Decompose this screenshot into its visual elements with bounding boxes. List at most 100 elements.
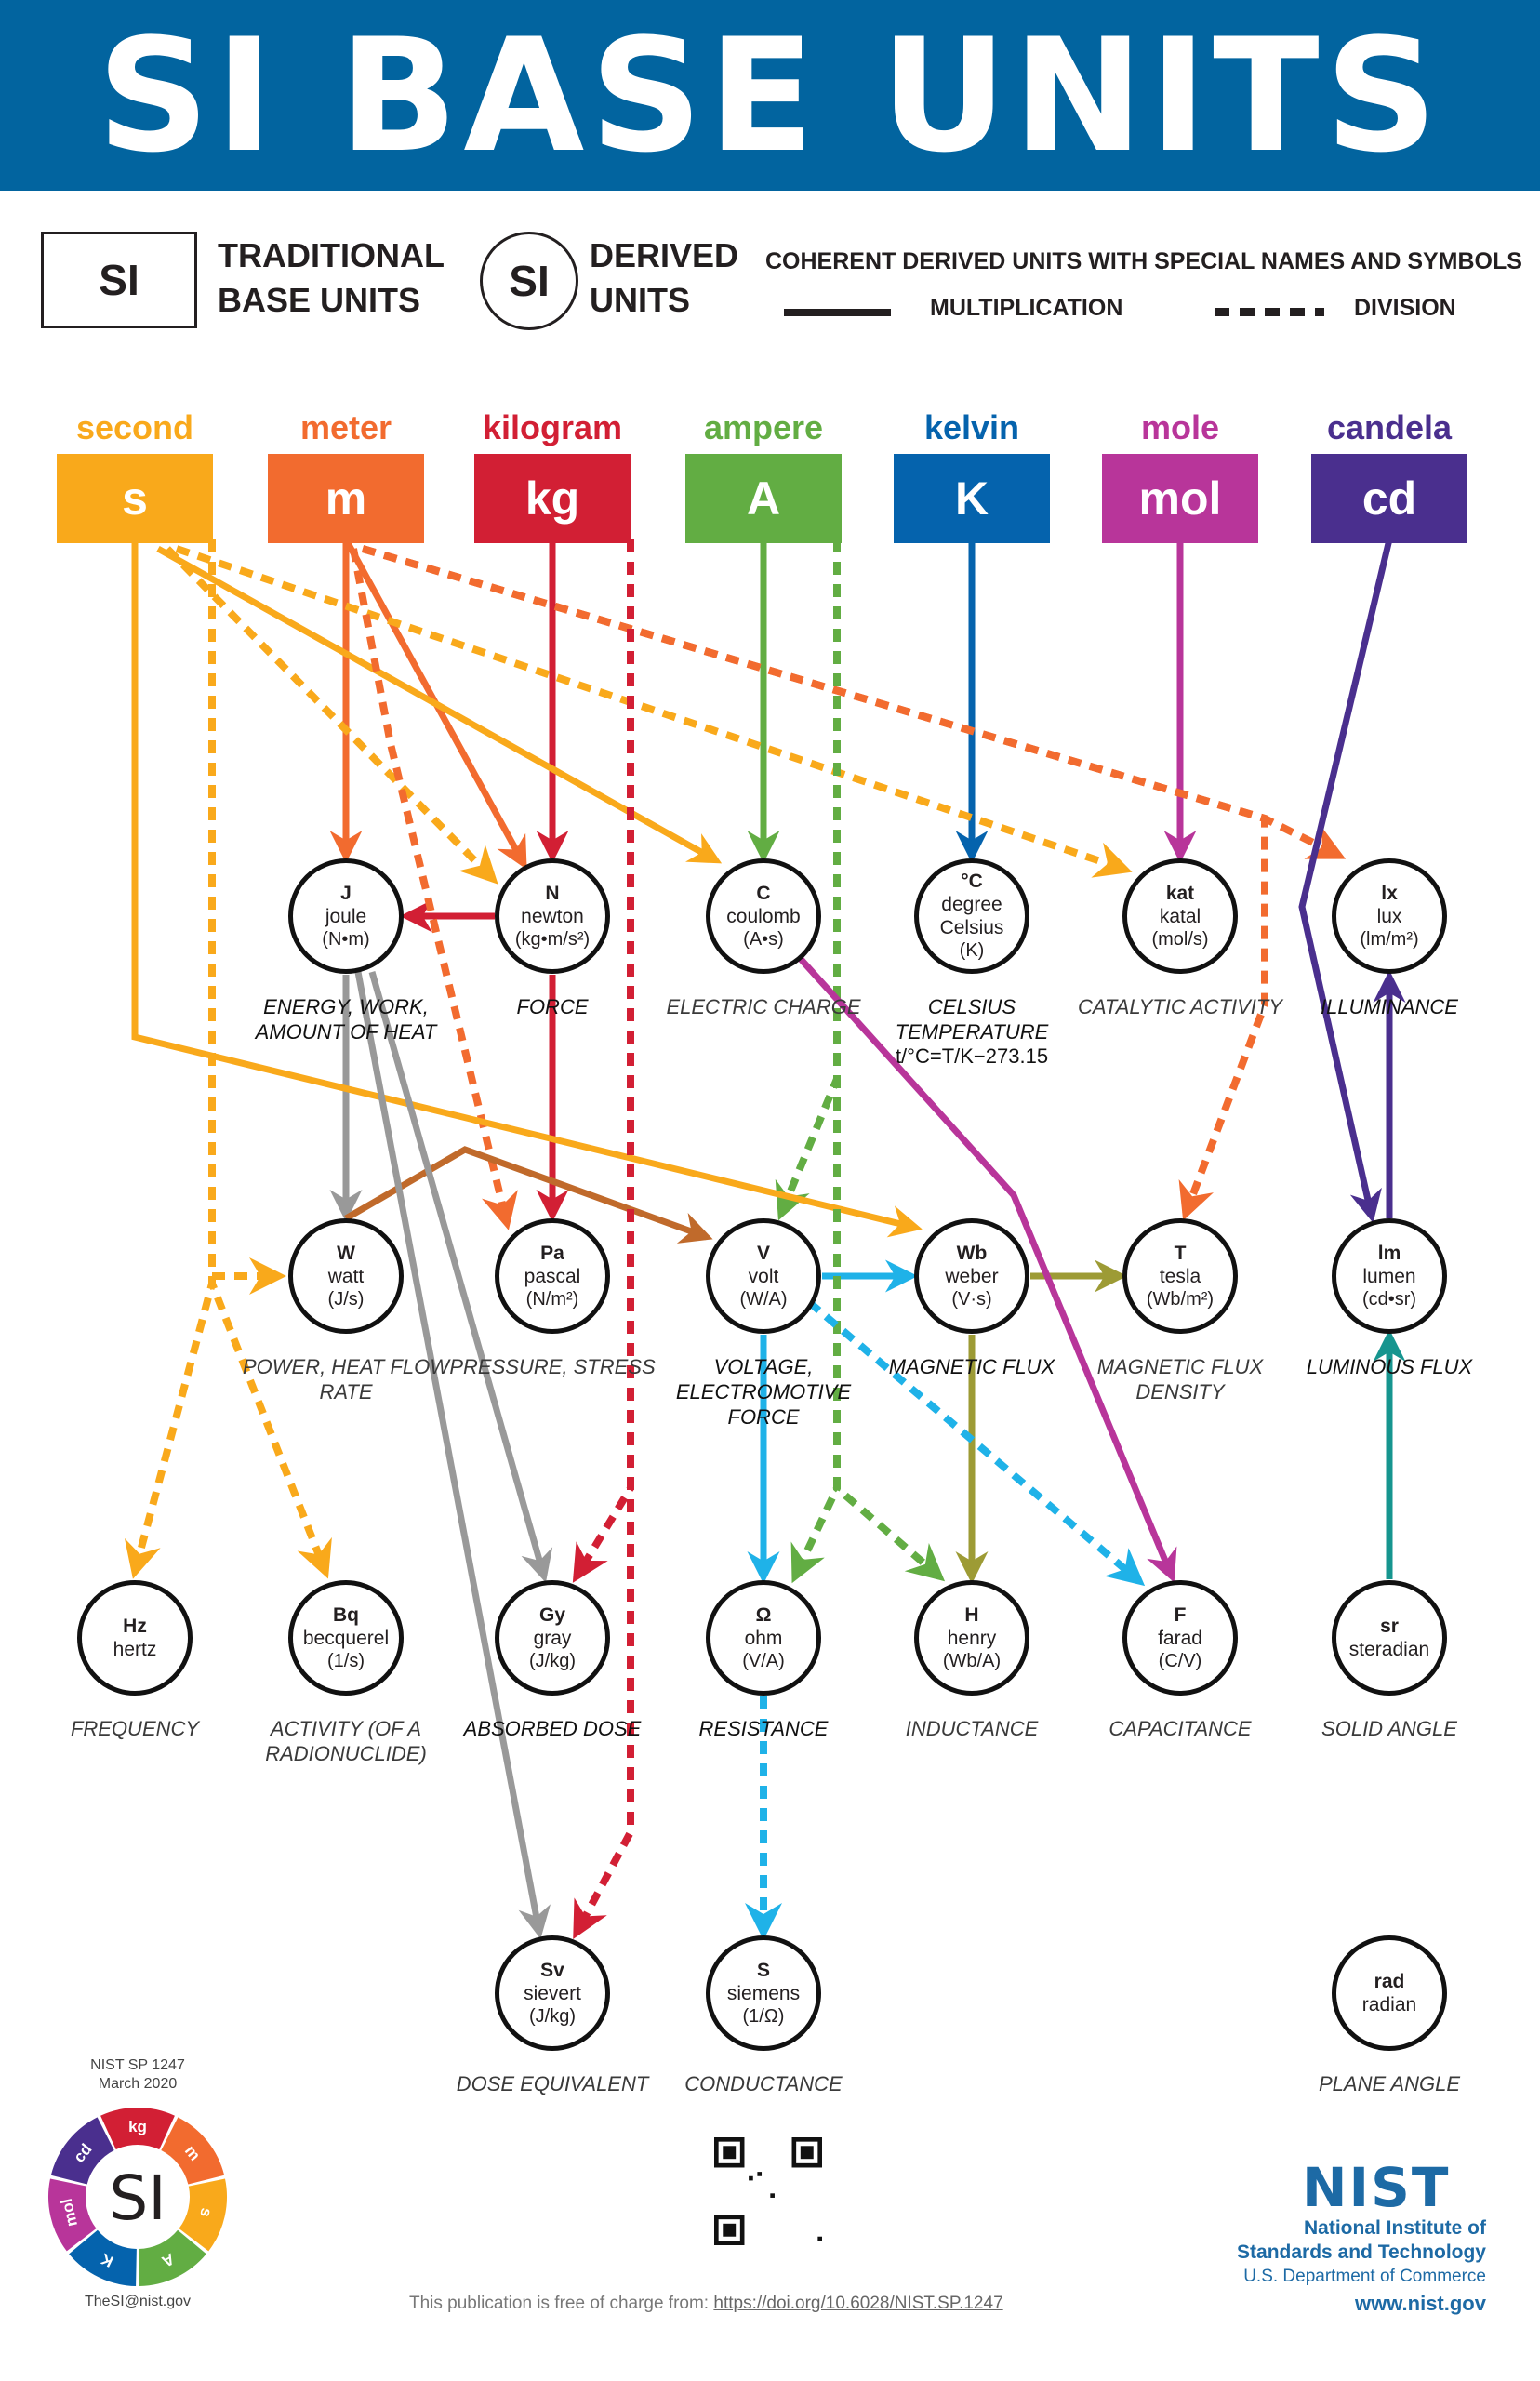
org-line3: U.S. Department of Commerce — [1243, 2267, 1486, 2286]
unit-name: watt — [327, 1265, 365, 1287]
publication-note-text: This publication is free of charge from: — [409, 2294, 714, 2313]
unit-name: katal — [1159, 905, 1201, 927]
base-unit-symbol-box: K — [894, 454, 1050, 543]
unit-symbol: C — [756, 882, 771, 904]
unit-symbol: J — [340, 882, 352, 904]
unit-name: pascal — [524, 1265, 581, 1287]
doi-link[interactable]: https://doi.org/10.6028/NIST.SP.1247 — [713, 2294, 1003, 2313]
legend-base-label-line2: BASE UNITS — [218, 281, 421, 319]
unit-symbol: W — [337, 1242, 355, 1264]
unit-name: lux — [1376, 905, 1402, 927]
relation-s-to-Wb-multiplication — [131, 539, 923, 1238]
unit-name: ohm — [744, 1627, 783, 1649]
legend-dashed-line-icon — [1215, 308, 1324, 316]
unit-symbol: sr — [1380, 1616, 1399, 1637]
unit-expression: (cd•sr) — [1361, 1288, 1417, 1310]
logo-segment-m — [161, 2117, 225, 2185]
unit-symbol: T — [1174, 1242, 1187, 1264]
unit-symbol: Gy — [538, 1603, 565, 1626]
publication-note: This publication is free of charge from:… — [409, 2294, 1003, 2314]
quantity-label: FORCE — [516, 995, 589, 1018]
unit-expression: (V/A) — [742, 1650, 785, 1671]
relation-m-to-T-division — [361, 545, 1268, 1221]
unit-name: weber — [945, 1265, 999, 1287]
unit-expression: (J/s) — [327, 1288, 365, 1310]
legend-solid-line-icon — [784, 309, 891, 316]
contact-email[interactable]: TheSI@nist.gov — [84, 2294, 192, 2309]
title-banner: SI BASE UNITS — [0, 0, 1540, 191]
logo-segment-K — [69, 2229, 137, 2286]
relation-C-to-F-multiplication — [797, 955, 1177, 1583]
unit-symbol: S — [756, 1959, 770, 1981]
unit-expression: (J/kg) — [529, 2005, 576, 2027]
page-title: SI BASE UNITS — [97, 4, 1443, 187]
quantity-label: ABSORBED DOSE — [463, 1717, 642, 1740]
quantity-label: CONDUCTANCE — [684, 2072, 843, 2095]
unit-expression: (W/A) — [739, 1288, 788, 1310]
relation-A-to-H-division — [833, 539, 946, 1582]
unit-expression: (K) — [959, 940, 985, 961]
unit-expression: (A•s) — [743, 928, 784, 950]
unit-name: hertz — [113, 1639, 157, 1660]
unit-symbol: H — [964, 1603, 979, 1626]
unit-symbol: rad — [1374, 1971, 1405, 1992]
nist-logo: NIST — [1302, 2156, 1451, 2219]
unit-name: steradian — [1348, 1639, 1430, 1660]
unit-expression: (1/Ω) — [742, 2005, 785, 2027]
unit-expression: (N•m) — [322, 928, 370, 950]
quantity-label: ACTIVITY (OF A RADIONUCLIDE) — [265, 1717, 427, 1765]
logo-segment-kg — [100, 2108, 175, 2150]
logo-segment-A — [139, 2229, 206, 2286]
unit-expression: (Wb/A) — [942, 1650, 1002, 1671]
base-unit-symbol-box: A — [685, 454, 842, 543]
unit-symbol: Hz — [123, 1616, 147, 1637]
quantity-label: ENERGY, WORK, AMOUNT OF HEAT — [255, 995, 437, 1044]
legend-multiplication-label: MULTIPLICATION — [930, 295, 1123, 321]
quantity-label: SOLID ANGLE — [1321, 1717, 1457, 1740]
qr-code-icon[interactable] — [714, 2137, 822, 2245]
unit-name: joule — [325, 905, 367, 927]
unit-name: tesla — [1159, 1265, 1201, 1287]
unit-name: henry — [947, 1627, 997, 1649]
quantity-label: RESISTANCE — [698, 1717, 829, 1740]
unit-symbol: Bq — [333, 1603, 359, 1626]
base-unit-symbol-box: cd — [1311, 454, 1467, 543]
publication-date: March 2020 — [98, 2076, 178, 2092]
quantity-label: CELSIUS TEMPERATURE — [895, 995, 1049, 1044]
unit-symbol: Pa — [540, 1242, 564, 1264]
nist-website-link[interactable]: www.nist.gov — [1355, 2292, 1486, 2315]
unit-name: gray — [533, 1627, 572, 1649]
quantity-label: POWER, HEAT FLOW RATE — [242, 1355, 450, 1403]
logo-center-text: SI — [109, 2162, 166, 2234]
relation-J-to-Gy-multiplication — [368, 971, 553, 1583]
logo-segment-label: kg — [128, 2118, 147, 2135]
logo-segment-mol — [48, 2178, 97, 2252]
relation-s-to-C-multiplication — [156, 545, 723, 864]
relation-cd-to-lm-multiplication — [1298, 539, 1393, 1223]
unit-name: becquerel — [302, 1627, 390, 1649]
